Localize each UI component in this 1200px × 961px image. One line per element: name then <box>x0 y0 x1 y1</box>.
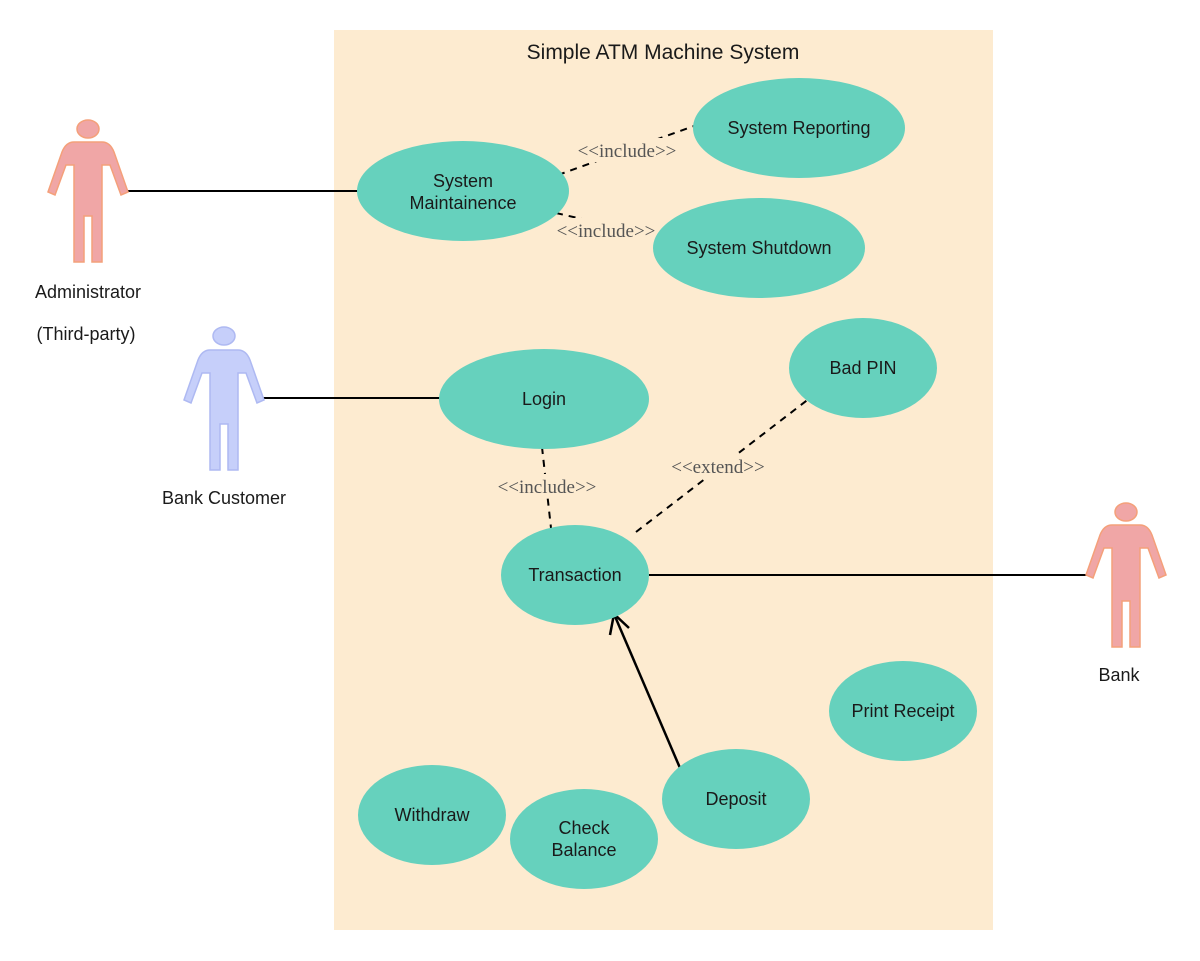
stereotype-include-transaction: <<include>> <box>498 477 597 498</box>
actor-label: Bank <box>1098 665 1140 685</box>
use-case-login[interactable]: Login <box>439 349 649 449</box>
use-case-label: Transaction <box>528 565 621 585</box>
use-case-label: Deposit <box>705 789 766 809</box>
stereo-bg-transaction <box>488 474 606 498</box>
use-case-deposit[interactable]: Deposit <box>662 749 810 849</box>
stick-figure-icon <box>183 326 265 471</box>
actor-sublabel: (Third-party) <box>36 324 135 344</box>
use-case-label: Withdraw <box>394 805 470 825</box>
actor-label: Administrator <box>35 282 141 302</box>
stick-figure-icon <box>47 119 129 263</box>
use-case-print-receipt[interactable]: Print Receipt <box>829 661 977 761</box>
use-case-check-balance[interactable]: Check Balance <box>510 789 658 889</box>
actor-bank[interactable]: Bank <box>1085 502 1167 685</box>
actor-administrator[interactable]: Administrator (Third-party) <box>35 119 141 344</box>
use-case-system-shutdown[interactable]: System Shutdown <box>653 198 865 298</box>
stick-figure-icon <box>1085 502 1167 648</box>
use-case-label: Balance <box>551 840 616 860</box>
stereotype-extend-bad-pin: <<extend>> <box>671 457 765 478</box>
use-case-label: Login <box>522 389 566 409</box>
stereotype-include-reporting: <<include>> <box>578 141 677 162</box>
use-case-label: Print Receipt <box>851 701 954 721</box>
use-case-label: System Shutdown <box>686 238 831 258</box>
use-case-transaction[interactable]: Transaction <box>501 525 649 625</box>
stereo-bg-extend <box>662 454 774 478</box>
use-case-system-reporting[interactable]: System Reporting <box>693 78 905 178</box>
stereo-bg-shutdown <box>548 218 664 242</box>
use-case-label: Maintainence <box>409 193 516 213</box>
use-case-system-maintainence[interactable]: System Maintainence <box>357 141 569 241</box>
stereotype-include-shutdown: <<include>> <box>557 221 656 242</box>
diagram-title: Simple ATM Machine System <box>527 41 800 64</box>
actor-bank-customer[interactable]: Bank Customer <box>162 326 286 508</box>
actor-label: Bank Customer <box>162 488 286 508</box>
include-line-reporting <box>557 125 695 176</box>
use-case-label: Check <box>558 818 610 838</box>
use-case-label: System <box>433 171 493 191</box>
use-case-withdraw[interactable]: Withdraw <box>358 765 506 865</box>
use-case-label: Bad PIN <box>829 358 896 378</box>
use-case-label: System Reporting <box>727 118 870 138</box>
use-case-bad-pin[interactable]: Bad PIN <box>789 318 937 418</box>
generalization-line-deposit <box>612 613 682 769</box>
stereo-bg-reporting <box>568 138 686 162</box>
